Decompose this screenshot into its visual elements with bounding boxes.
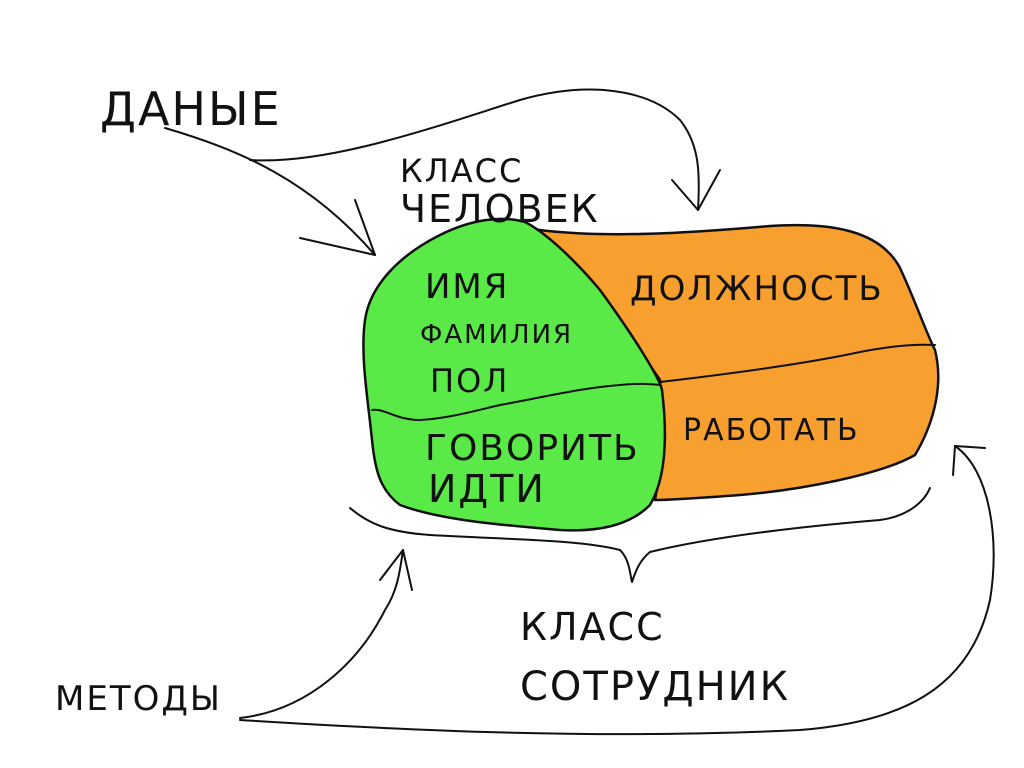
person-method-walk: ИДТИ <box>428 467 546 511</box>
label-data: ДАНЫЕ <box>100 82 282 136</box>
employee-method-work: РАБОТАТЬ <box>683 413 860 448</box>
data-arrowhead-employee <box>671 169 721 211</box>
label-class-employee-1: КЛАСС <box>520 605 665 649</box>
employee-divider-line <box>659 343 936 383</box>
employee-field-position: ДОЛЖНОСТЬ <box>630 269 884 309</box>
methods-arrow-to-person <box>239 549 404 719</box>
data-arrow-to-person <box>164 127 376 256</box>
person-divider-line <box>371 382 661 421</box>
data-arrowhead-person <box>299 199 376 256</box>
person-method-talk: ГОВОРИТЬ <box>425 428 640 469</box>
data-arrow-to-employee <box>249 88 700 211</box>
label-class-person-2: ЧЕЛОВЕК <box>400 187 600 231</box>
person-field-name: ИМЯ <box>425 267 509 307</box>
person-field-gender: ПОЛ <box>430 362 509 400</box>
person-class-block <box>362 217 667 532</box>
employee-class-brace <box>349 487 931 583</box>
label-class-employee-2: СОТРУДНИК <box>520 664 790 710</box>
methods-arrowhead-person <box>379 549 413 591</box>
label-class-person-1: КЛАСС <box>400 152 523 190</box>
label-methods: МЕТОДЫ <box>55 679 222 719</box>
methods-arrowhead-employee <box>952 445 986 476</box>
methods-arrow-to-employee <box>239 445 995 736</box>
person-field-surname: ФАМИЛИЯ <box>420 320 573 350</box>
